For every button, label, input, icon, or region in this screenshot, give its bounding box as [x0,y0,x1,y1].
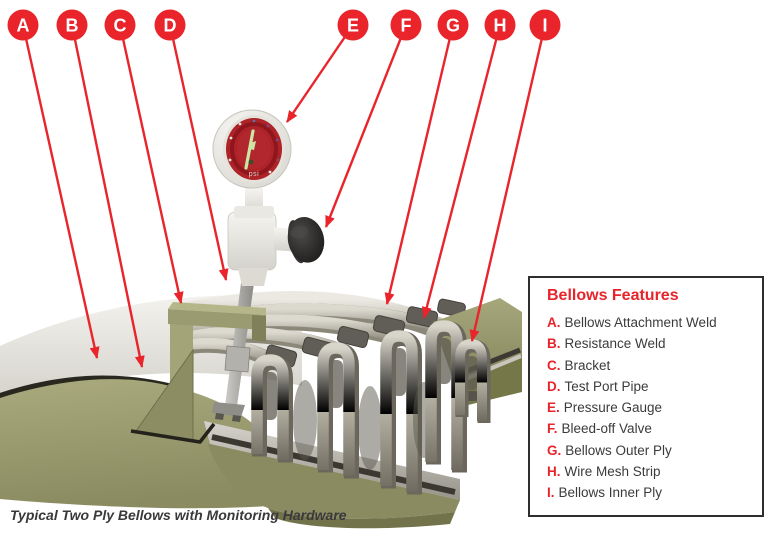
convolution-loop [358,330,422,495]
legend-item-label: Bracket [564,357,611,373]
convolution-loop-inner-ply-end [455,338,491,423]
legend-item-label: Test Port Pipe [564,378,649,394]
legend-box: Bellows Features A.Bellows Attachment We… [528,276,764,517]
callout-letter-f: F [401,16,412,36]
legend-item-label: Pressure Gauge [563,400,663,416]
callout-letter-i: I [542,16,547,36]
legend-item-label: Bellows Attachment Weld [564,315,717,330]
legend-item-letter: D. [547,378,561,394]
callout-marker-d: D [154,9,186,41]
callout-line-c [118,24,184,304]
convolution-loop [251,354,293,463]
legend-item-letter: H. [547,464,561,480]
legend-item-label: Bellows Inner Ply [558,485,663,501]
gauge-ticks [228,119,280,174]
callout-marker-a: A [7,9,39,41]
monitoring-hardware: psi [212,109,325,286]
legend-item-letter: A. [547,315,561,330]
callout-letter-b: B [66,16,79,36]
callout-marker-f: F [390,9,422,41]
callout-line-a [21,24,100,359]
wire-mesh-strip [336,325,370,349]
callout-marker-c: C [104,9,136,41]
legend-item: E.Pressure Gauge [547,397,754,418]
legend-item-label: Bleed-off Valve [561,421,652,437]
callout-markers: A B C D E F G H I [7,9,561,41]
legend-item: D.Test Port Pipe [547,376,754,397]
legend-item: I.Bellows Inner Ply [547,482,754,503]
legend-item: C.Bracket [547,355,754,376]
gauge-unit-label: psi [249,171,259,178]
callout-line-e [286,24,354,123]
callout-line-h [421,24,502,319]
callout-lines [21,24,547,368]
callout-marker-b: B [56,9,88,41]
callout-line-g [384,24,455,305]
bellows-convolutions [251,320,491,495]
callout-line-b [70,24,145,368]
gauge-needle [244,129,255,170]
bleed-off-valve [274,216,325,264]
legend-item: B.Resistance Weld [547,333,754,354]
callout-line-f [324,24,408,228]
callout-letter-h: H [494,16,507,36]
callout-letter-c: C [114,16,127,36]
legend-item-label: Resistance Weld [564,336,666,352]
legend-item: H.Wire Mesh Strip [547,461,754,482]
callout-line-d [168,24,229,281]
legend-item-label: Wire Mesh Strip [564,464,661,480]
pressure-gauge: psi [212,109,292,189]
legend-item-letter: G. [547,442,562,458]
convolution-loop [293,342,359,479]
callout-letter-e: E [347,16,359,36]
legend-item: F.Bleed-off Valve [547,418,754,439]
legend-item-letter: I. [547,485,555,501]
legend-item-letter: C. [547,357,561,373]
legend-item: G.Bellows Outer Ply [547,440,754,461]
legend-list: A.Bellows Attachment Weld B.Resistance W… [547,312,754,504]
valve-knob [287,216,325,263]
bracket [130,302,266,444]
callout-line-i [469,24,547,342]
callout-letter-d: D [164,16,177,36]
callout-marker-g: G [437,9,469,41]
legend-item-letter: E. [547,400,560,416]
figure-caption: Typical Two Ply Bellows with Monitoring … [10,507,347,523]
convolution-loop [413,320,467,473]
legend-title: Bellows Features [547,287,679,304]
legend-item-letter: B. [547,336,561,352]
callout-marker-e: E [337,9,369,41]
legend-item-label: Bellows Outer Ply [565,442,672,458]
tee-fitting [227,211,277,271]
callout-letter-a: A [17,16,30,36]
callout-marker-i: I [529,9,561,41]
callout-letter-g: G [446,16,460,36]
legend-item: A.Bellows Attachment Weld [547,312,754,333]
callout-marker-h: H [484,9,516,41]
legend-item-letter: F. [547,421,558,437]
